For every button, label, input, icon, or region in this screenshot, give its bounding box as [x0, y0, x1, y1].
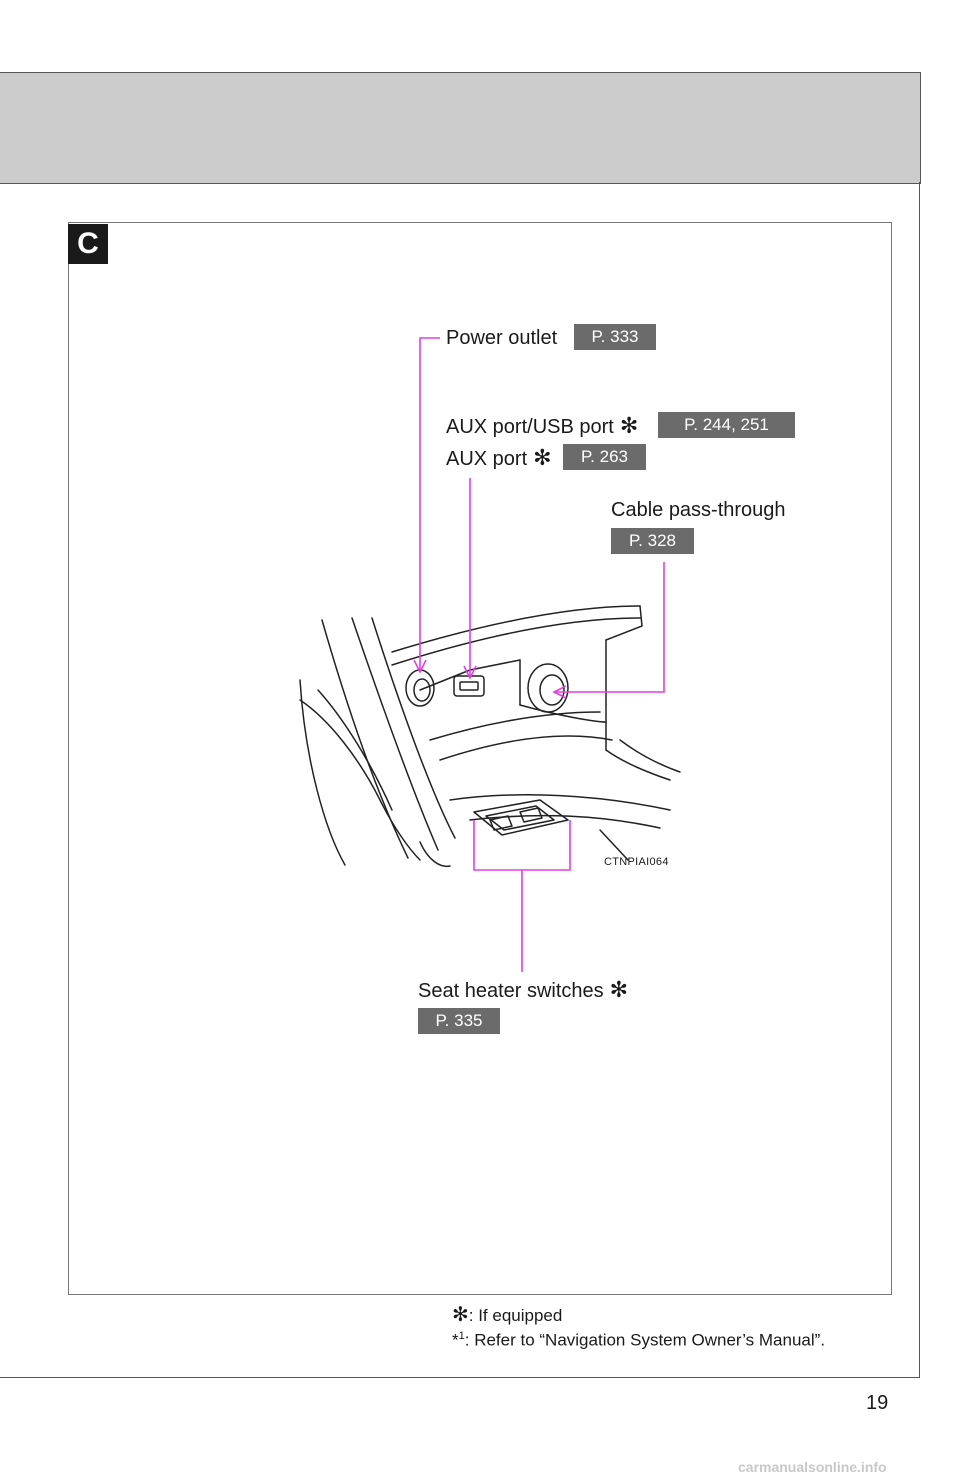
illustration-code: CTNPIAI064: [604, 856, 669, 868]
footnote-if-equipped: ✻: If equipped: [452, 1304, 563, 1326]
equipped-asterisk-icon: ✻: [533, 445, 552, 470]
power-outlet-page-ref[interactable]: P. 333: [574, 324, 656, 350]
console-line-art: [299, 605, 681, 868]
seat-heater-label: Seat heater switches✻: [418, 977, 629, 1003]
aux-usb-label: AUX port/USB port✻: [446, 413, 639, 439]
equipped-asterisk-icon: ✻: [452, 1304, 469, 1326]
page-frame-right: [919, 182, 920, 1378]
footnotes: ✻: If equipped *1: Refer to “Navigation …: [452, 1305, 825, 1351]
seat-heater-page-ref[interactable]: P. 335: [418, 1008, 500, 1034]
diagram-box: [68, 222, 892, 1295]
leader-lines: [413, 337, 665, 972]
aux-port-label: AUX port✻: [446, 445, 552, 471]
footnote-navigation-manual: *1: Refer to “Navigation System Owner’s …: [452, 1330, 826, 1350]
header-band: [0, 72, 921, 184]
watermark: carmanualsonline.info: [738, 1459, 887, 1475]
page-frame-bottom: [0, 1377, 920, 1378]
power-outlet-label: Power outlet: [446, 327, 558, 349]
page-number: 19: [866, 1392, 889, 1414]
equipped-asterisk-icon: ✻: [619, 413, 639, 438]
equipped-asterisk-icon: ✻: [609, 977, 629, 1002]
section-tab: C: [68, 224, 108, 264]
cable-pass-through-label: Cable pass-through: [611, 499, 786, 521]
aux-port-page-ref[interactable]: P. 263: [563, 444, 646, 470]
aux-usb-page-ref[interactable]: P. 244, 251: [658, 412, 795, 438]
cable-pass-through-page-ref[interactable]: P. 328: [611, 528, 694, 554]
